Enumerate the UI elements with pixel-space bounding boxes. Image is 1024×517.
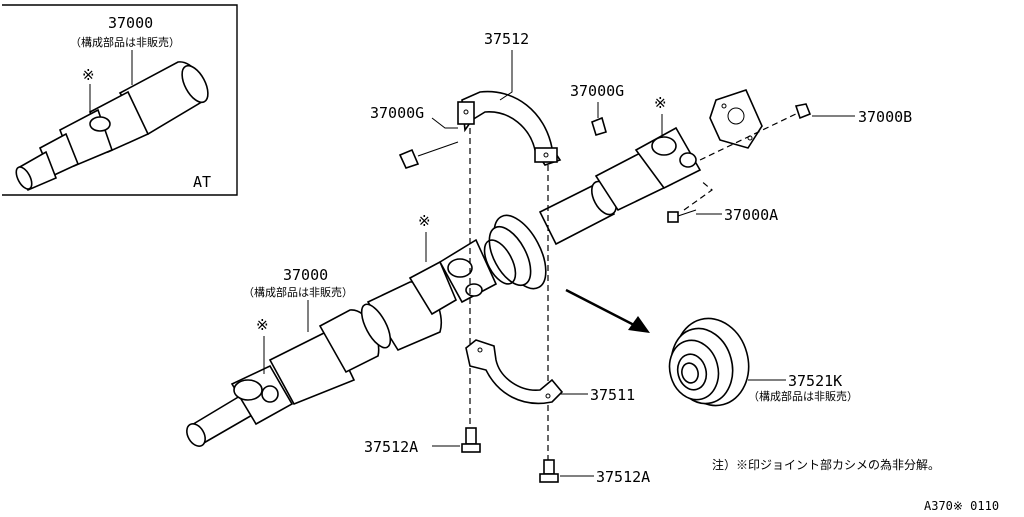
propeller-shaft-main xyxy=(186,126,702,447)
inset-propeller-shaft xyxy=(15,61,209,192)
callout-37521K-note: （構成部品は非販売） xyxy=(748,389,858,403)
callout-37000-shaft-note: （構成部品は非販売） xyxy=(243,285,353,299)
inset-asterisk-marker: ※ xyxy=(82,66,95,84)
callout-37511: 37511 xyxy=(590,386,635,404)
callout-37000G-left: 37000G xyxy=(370,104,424,122)
detail-arrow xyxy=(565,288,650,333)
callout-37000-shaft: 37000 xyxy=(283,266,328,284)
callout-37512: 37512 xyxy=(484,30,529,48)
center-bearing-kit xyxy=(668,317,750,407)
callout-37521K: 37521K xyxy=(788,372,842,390)
clip-right xyxy=(591,116,607,136)
callout-37000B: 37000B xyxy=(858,108,912,126)
bolt xyxy=(667,209,697,223)
marker-asterisk-center: ※ xyxy=(418,212,431,230)
marker-asterisk-rear: ※ xyxy=(654,94,667,112)
bolt-right-37512A xyxy=(539,459,559,483)
bolt-left-37512A xyxy=(461,427,481,453)
inset-part-number: 37000 xyxy=(108,14,153,32)
inset-variant-label: AT xyxy=(193,173,211,191)
callout-37000A: 37000A xyxy=(724,206,778,224)
clip-left xyxy=(398,148,420,169)
inset-part-note: （構成部品は非販売） xyxy=(70,35,180,49)
nut xyxy=(794,103,812,120)
inset-panel: 37000 （構成部品は非販売） ※ AT xyxy=(2,4,238,196)
figure-code: A370※ 0110 xyxy=(924,499,999,512)
callout-37000G-right: 37000G xyxy=(570,82,624,100)
center-bearing-bracket-upper xyxy=(457,90,562,166)
footnote: 注）※印ジョイント部カシメの為非分解。 xyxy=(712,457,940,472)
callout-37512A-left: 37512A xyxy=(364,438,418,456)
callout-37512A-right: 37512A xyxy=(596,468,650,486)
marker-asterisk-flange: ※ xyxy=(256,316,269,334)
companion-flange xyxy=(699,89,801,161)
center-bearing-bracket-lower xyxy=(465,339,564,405)
